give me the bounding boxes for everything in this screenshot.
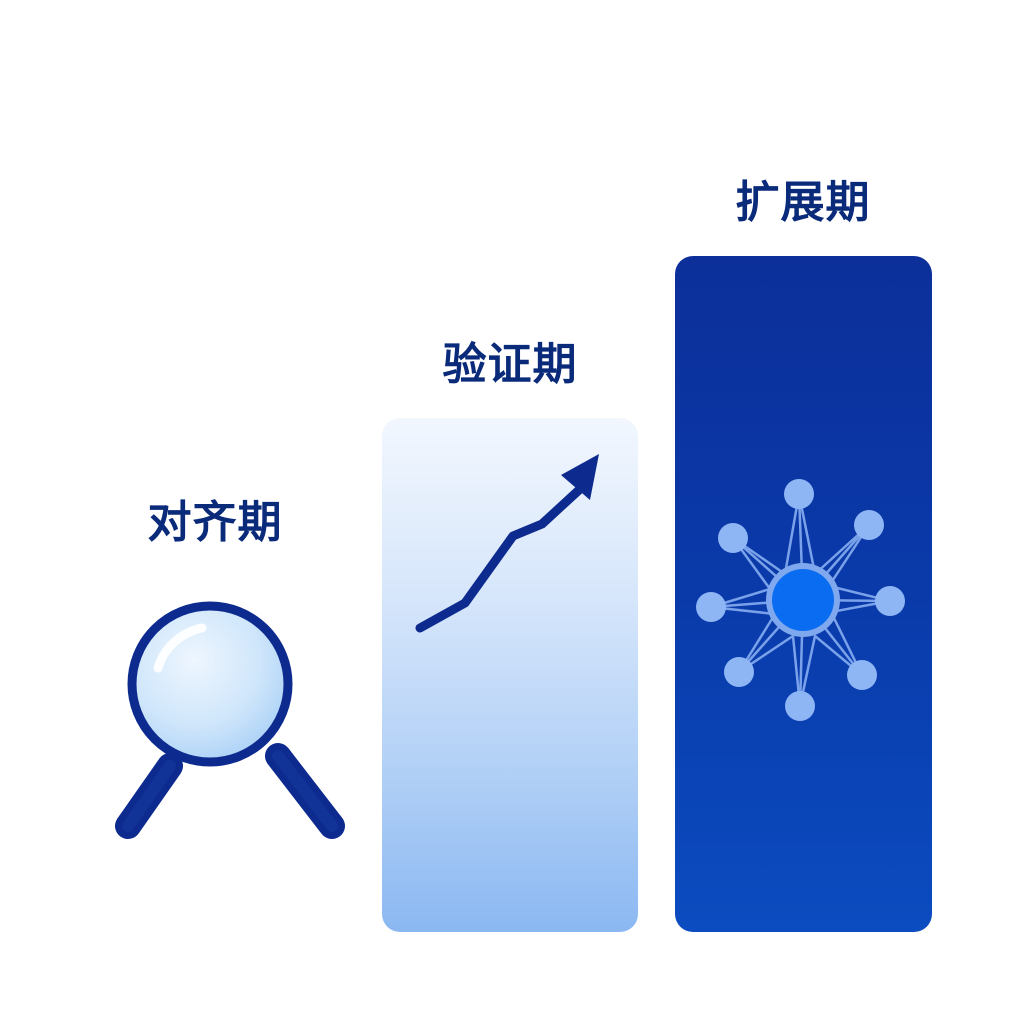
trend-up-arrow-icon [415,454,599,633]
network-hub-icon [696,479,905,721]
magnifier-icon [115,601,345,839]
network-node [718,523,748,553]
network-hub-center [772,569,834,631]
stage-label-expansion: 扩展期 [735,177,871,228]
network-node [785,691,815,721]
magnifier-handle-right [265,743,345,839]
stage-bar-validation [382,418,638,932]
network-node [724,657,754,687]
network-node [784,479,814,509]
magnifier-lens [127,601,293,767]
network-node [696,592,726,622]
network-node [875,586,905,616]
network-node [847,660,877,690]
network-node [854,510,884,540]
magnifier-handle-left [115,753,183,839]
stage-label-alignment: 对齐期 [147,497,283,548]
stage-label-validation: 验证期 [442,339,578,390]
